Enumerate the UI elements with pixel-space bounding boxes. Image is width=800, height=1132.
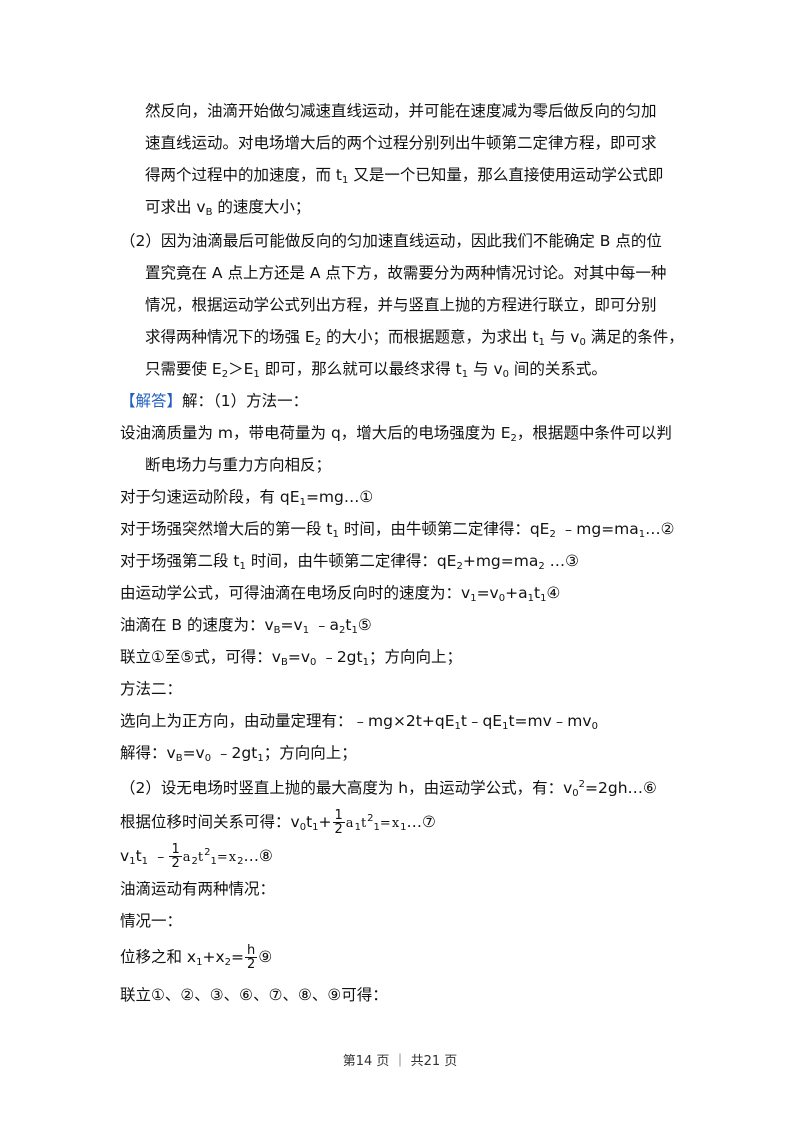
analysis-line: （2）因为油滴最后可能做反向的匀加速直线运动，因此我们不能确定 B 点的位 xyxy=(120,232,662,250)
solution-line: 联立①、②、③、⑥、⑦、⑧、⑨可得： xyxy=(120,986,388,1004)
analysis-line: 情况，根据运动学公式列出方程，并与竖直上抛的方程进行联立，即可分别 xyxy=(145,296,657,314)
cases-intro: 油滴运动有两种情况： xyxy=(120,880,276,898)
equation-6: 联立①至⑤式，可得：vB=v0 ﹣2gt1；方向向上； xyxy=(120,648,462,668)
equation-4: 由运动学公式，可得油滴在电场反向时的速度为：v1=v0+a1t1④ xyxy=(120,584,561,604)
solution-label: 【解答】 xyxy=(120,392,183,410)
equation-1: 对于匀速运动阶段，有 qE1=mg…① xyxy=(120,488,374,508)
analysis-line: 速直线运动。对电场增大后的两个过程分别列出牛顿第二定律方程，即可求 xyxy=(145,134,657,152)
case-one-heading: 情况一： xyxy=(120,912,183,930)
equation-5: 油滴在 B 的速度为：vB=v1 ﹣a2t1⑤ xyxy=(120,616,372,636)
page-footer: 第14 页 ｜ 共21 页 xyxy=(0,1050,800,1069)
equation-7: 选向上为正方向，由动量定理有：﹣mg×2t+qE1t﹣qE1t=mv﹣mv0 xyxy=(120,712,598,732)
solution-line: 断电场力与重力方向相反； xyxy=(145,456,332,474)
equation-3: 对于场强第二段 t1 时间，由牛顿第二定律得：qE2+mg=ma2 …③ xyxy=(120,552,580,572)
analysis-line: 得两个过程中的加速度，而 t1 又是一个已知量，那么直接使用运动学公式即 xyxy=(145,166,664,186)
solution-heading: 【解答】解：（1）方法一： xyxy=(120,392,309,410)
analysis-line: 只需要使 E2＞E1 即可，那么就可以最终求得 t1 与 v0 间的关系式。 xyxy=(145,360,607,380)
analysis-line: 可求出 vB 的速度大小； xyxy=(145,198,311,218)
analysis-line: 求得两种情况下的场强 E2 的大小；而根据题意，为求出 t1 与 v0 满足的条… xyxy=(145,328,684,348)
analysis-line: 置究竟在 A 点上方还是 A 点下方，故需要分为两种情况讨论。对其中每一种 xyxy=(145,264,667,282)
analysis-line: 然反向，油滴开始做匀减速直线运动，并可能在速度减为零后做反向的匀加 xyxy=(145,102,657,120)
equation-8: 解得：vB=v0 ﹣2gt1；方向向上； xyxy=(120,744,357,764)
page-number: 第14 页 ｜ 共21 页 xyxy=(342,1054,458,1069)
equation-9: （2）设无电场时竖直上抛的最大高度为 h，由运动学公式，有：v02=2gh…⑥ xyxy=(120,779,657,799)
solution-line: 设油滴质量为 m，带电荷量为 q，增大后的电场强度为 E2，根据题中条件可以判 xyxy=(120,424,672,444)
method-two-heading: 方法二： xyxy=(120,680,183,698)
equation-2: 对于场强突然增大后的第一段 t1 时间，由牛顿第二定律得：qE2 ﹣mg=ma1… xyxy=(120,520,675,540)
